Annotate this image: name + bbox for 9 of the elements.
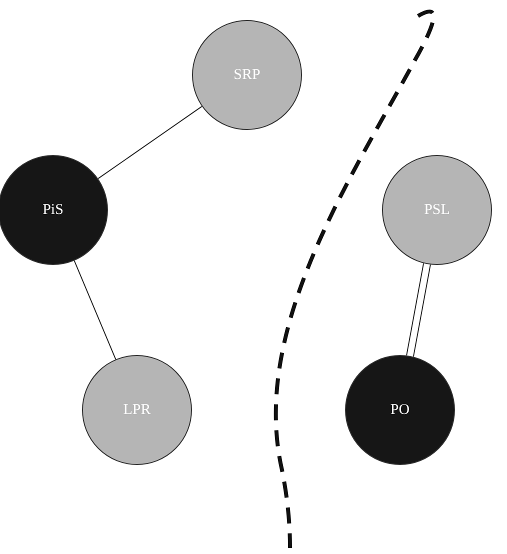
connector-line — [412, 264, 431, 358]
node-label: LPR — [123, 402, 151, 418]
connector-line — [74, 260, 116, 360]
node-label: PO — [390, 402, 410, 418]
connector-line — [406, 262, 424, 356]
node-label: SRP — [234, 66, 260, 84]
node-label: PiS — [42, 202, 64, 218]
connector-line — [98, 106, 202, 180]
node-label: PSL — [424, 202, 450, 218]
